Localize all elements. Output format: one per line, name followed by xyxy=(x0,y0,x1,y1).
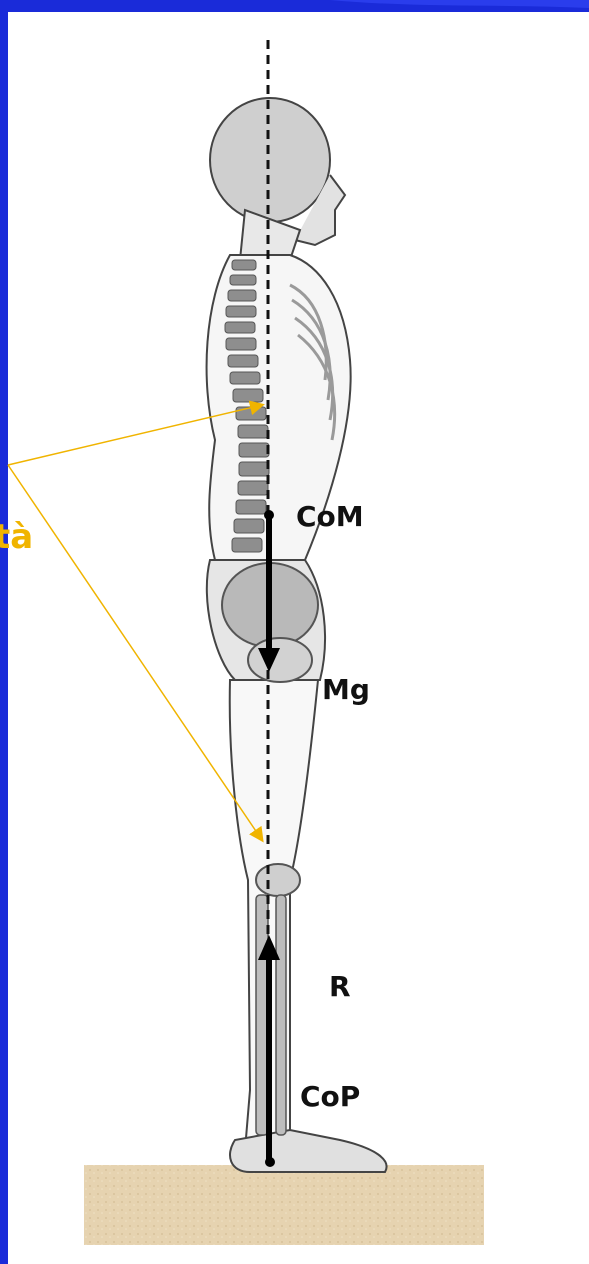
r-label: R xyxy=(329,973,351,1001)
corner-swoosh xyxy=(330,0,589,8)
com-label: CoM xyxy=(296,503,364,531)
ground-block xyxy=(84,1165,484,1245)
mg-label: Mg xyxy=(322,676,370,704)
knee-icon xyxy=(256,864,300,896)
partial-word-label: tà xyxy=(0,520,33,554)
cop-point xyxy=(265,1157,275,1167)
hip-joint-icon xyxy=(248,638,312,682)
cop-label: CoP xyxy=(300,1083,360,1111)
